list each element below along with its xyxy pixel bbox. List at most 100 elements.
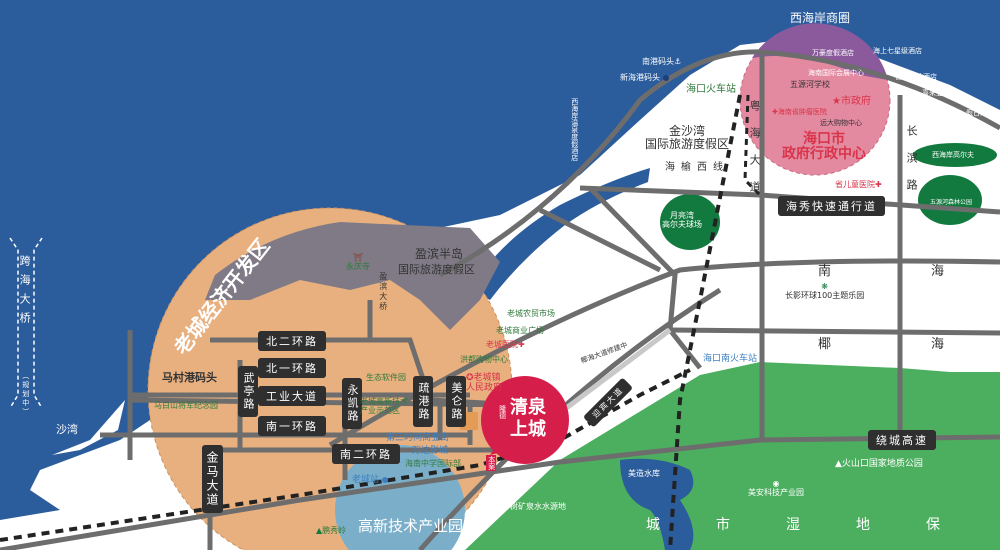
dot-icon <box>382 476 389 483</box>
district-jinshawan: 金沙湾 国际旅游度假区 <box>645 124 730 152</box>
road-cross-sea: 跨海大桥 <box>18 255 32 331</box>
poi-label: 市政府 <box>840 96 871 107</box>
road-north1: 北一环路 <box>258 358 326 378</box>
poi-convention: 海南国际会展中心 <box>808 69 864 77</box>
hospital-icon: ✚ <box>772 108 778 116</box>
poi-label: 南港码头 <box>642 57 674 66</box>
poi-xiuling: ▲鹏秀岭 <box>316 526 347 536</box>
poi-haikou-station: 海口火车站 <box>686 84 736 95</box>
wetland-char: 市 <box>716 517 730 533</box>
district-yingbin: 盈滨半岛 <box>415 247 464 261</box>
poi-jiari: 假日海滩 <box>966 109 994 117</box>
poi-label: 永庆寺 <box>346 261 370 271</box>
railway <box>0 368 691 542</box>
poi-macun-port: 马村港码头 <box>162 371 217 384</box>
poi-laocheng-hospital: 老城医院✚ <box>486 340 525 350</box>
wetland-char: 地 <box>856 517 870 533</box>
poi-west-hotel: 西海岸温泉度假酒店 <box>570 98 579 161</box>
poi-wanda: 万达影城 <box>412 446 449 456</box>
road-nanhai-1: 南海 <box>818 264 944 279</box>
road-north2: 北二环路 <box>258 331 326 351</box>
poi-eco-software: 生态软件园 <box>366 373 406 382</box>
poi-volcano: ▲火山口国家地质公园 <box>835 459 923 470</box>
poi-label: 新海港码头 <box>620 73 660 82</box>
poi-label: 长影环球100主题乐园 <box>785 290 865 300</box>
poi-nangang: 南港码头⚓ <box>642 57 682 67</box>
district-yingbin-sub: 国际旅游度假区 <box>398 263 475 276</box>
wetland-park <box>465 362 1000 550</box>
poi-changying: ❋长影环球100主题乐园 <box>785 282 865 301</box>
poi-wuyuan-forest: 五源河森林公园 <box>930 199 973 206</box>
poi-label: 省儿童医院 <box>835 180 875 189</box>
project-site-tag: 本案 <box>486 455 496 471</box>
road-south1: 南一环路 <box>258 416 326 436</box>
road-changbin: 长滨路 <box>905 125 919 206</box>
poi-label: 海南省肿瘤医院 <box>777 108 827 116</box>
shawan-spit <box>52 400 125 455</box>
road-wuting: 武亭路 <box>238 366 258 417</box>
mountain-icon: ▲ <box>835 459 842 469</box>
poi-hongdu: 洪都购物中心 <box>460 355 508 364</box>
poi-haikou-south: 海口南火车站 <box>703 354 758 364</box>
dot-icon <box>493 503 499 510</box>
poi-shangri: 香格里拉酒店 <box>895 73 937 81</box>
poi-yeshu: 椰树矿泉水水源地 <box>490 502 566 512</box>
poi-children-hospital: 省儿童医院✚ <box>835 180 882 190</box>
poi-laocheng-station: 老城站 <box>352 475 391 486</box>
poi-yongqing: ⛩永庆寺 <box>346 253 370 272</box>
poi-yuanda: 远大购物中心 <box>820 119 862 127</box>
cross-sea-bridge <box>9 237 43 409</box>
poi-hainan-middle: 海南中学国际部 <box>405 459 461 468</box>
project-brand: 隆德 <box>498 405 507 419</box>
poi-wuyuan-school: 五源河学校 <box>790 80 830 89</box>
project-name-line2: 上城 <box>510 419 546 440</box>
railway-branch <box>743 94 762 197</box>
poi-mabaishan: 马白山将军纪念园 <box>154 401 218 410</box>
west-golf-area <box>913 143 997 167</box>
poi-xinhaigang: 新海港码头 <box>620 73 672 83</box>
road-yingbin-bridge: 盈滨大桥 <box>378 272 388 312</box>
district-hitech-park: 高新技术产业园 <box>358 517 464 535</box>
poi-label: 火山口国家地质公园 <box>841 459 923 469</box>
poi-label: 老城站 <box>352 475 380 485</box>
district-west-coast-business: 西海岸商圈 <box>790 11 851 25</box>
road-south2: 南二环路 <box>332 444 400 464</box>
poi-yueliang-golf: 月亮湾 高尔夫球场 <box>662 211 702 229</box>
dot-icon <box>663 74 669 81</box>
road-haixiu: 海秀快速通行道 <box>778 196 885 216</box>
poi-laocheng-market: 老城农贸市场 <box>507 309 555 318</box>
poi-cancer-hospital: ✚海南省肿瘤医院 <box>772 108 827 117</box>
road-yuehai: 粤海大道 <box>748 100 762 208</box>
star-icon: ★ <box>832 96 841 107</box>
poi-label: 鹏秀岭 <box>322 526 347 535</box>
road-yehai-1: 椰海 <box>818 337 944 352</box>
poi-laocheng-plaza: 老城商业广场 <box>496 326 544 335</box>
road-shugang: 疏港路 <box>413 376 433 427</box>
ferris-wheel-icon: ❋ <box>821 282 828 291</box>
poi-xilaideng: 喜来登酒店 <box>922 89 957 97</box>
poi-label: 椰树矿泉水水源地 <box>502 502 566 511</box>
road-cross-sea-note: （规划中） <box>21 372 30 417</box>
road-yongkai: 永凯路 <box>342 378 362 429</box>
road-industry: 工业大道 <box>258 386 326 406</box>
pin-icon: ◉ <box>772 479 780 488</box>
road-jinma: 金马大道 <box>202 445 223 513</box>
emblem-icon: ✪ <box>466 373 474 383</box>
project-name-line1: 清泉 <box>510 397 546 418</box>
poi-third-time: 第三时间商业街 <box>386 433 450 443</box>
anchor-icon: ⚓ <box>674 57 682 66</box>
road-raocheng: 绕城高速 <box>868 430 936 450</box>
road-haiyu: 海榆西线 <box>665 162 729 173</box>
poi-meishe: 美造水库 <box>628 469 660 478</box>
project-marker <box>481 376 569 464</box>
poi-shawan: 沙湾 <box>56 423 78 436</box>
wetland-char: 保 <box>926 517 940 533</box>
hospital-icon: ✚ <box>875 180 882 189</box>
poi-seven-star: 海上七星级酒店 <box>873 47 922 55</box>
poi-wanhao: 万豪度假酒店 <box>812 49 854 57</box>
temple-icon: ⛩ <box>352 253 364 262</box>
poi-city-gov: ★市政府 <box>832 96 871 107</box>
poi-label: 老城镇 人民政府 <box>466 373 503 393</box>
poi-west-golf: 西海岸高尔夫 <box>932 151 974 159</box>
